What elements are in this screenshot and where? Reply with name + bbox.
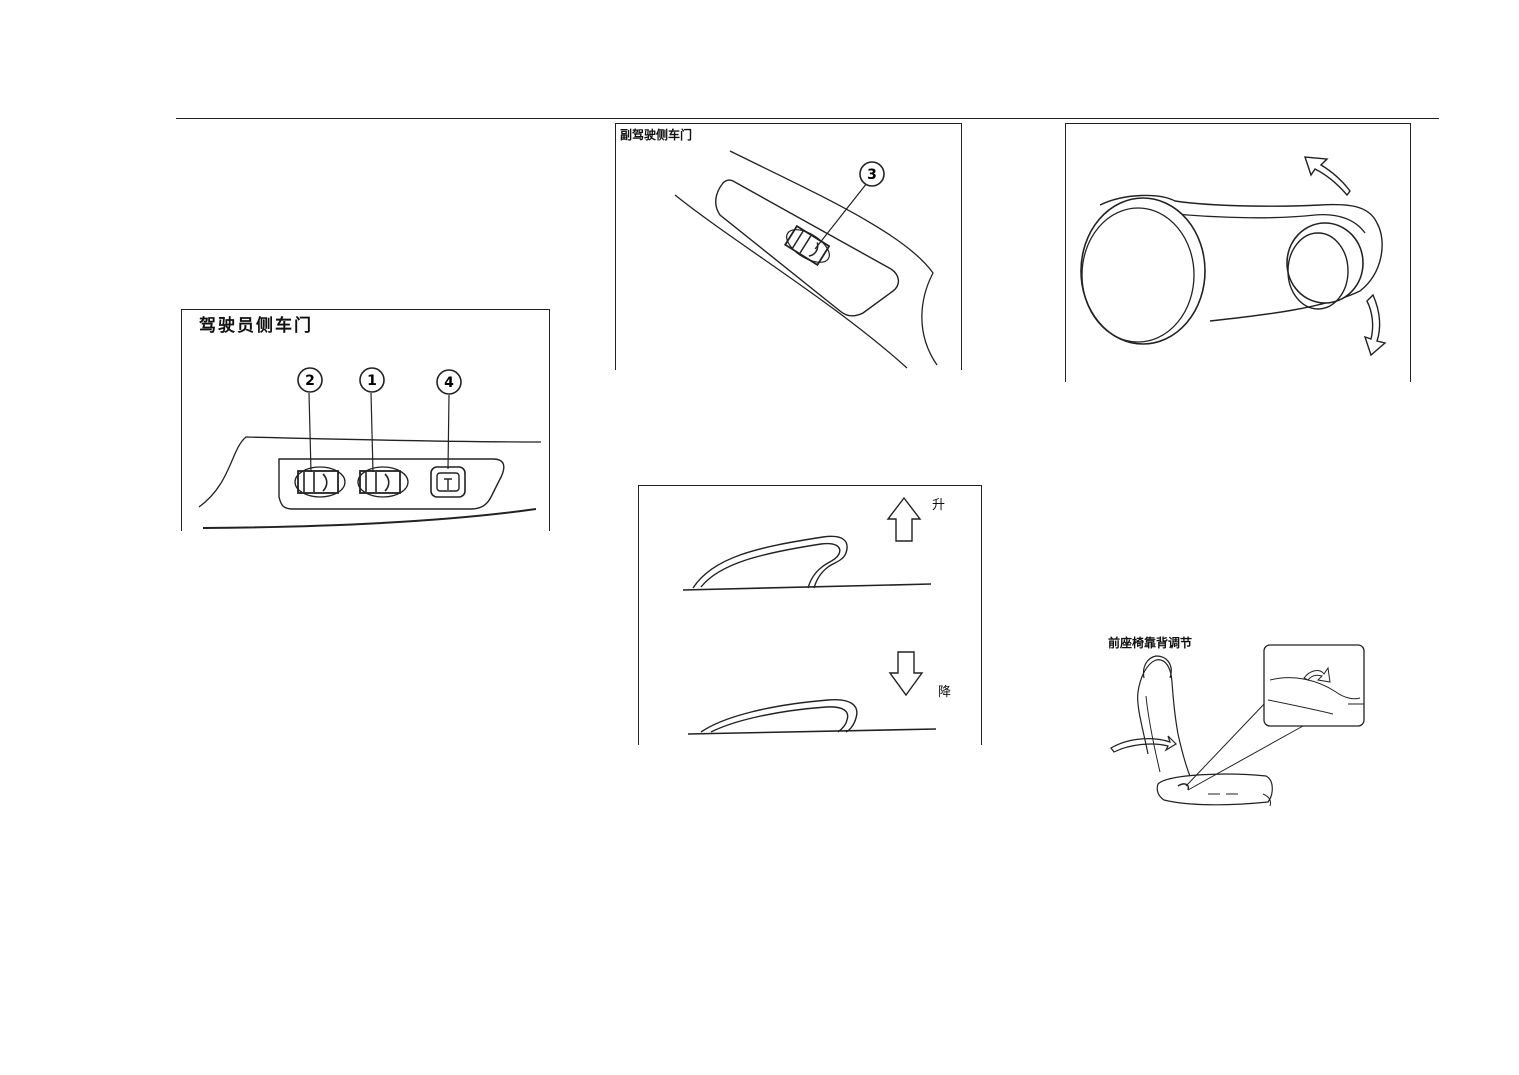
down-label: 降: [938, 685, 952, 700]
seat-recline-illustration: [1110, 644, 1365, 807]
driver-door-illustration: 2 1 4: [181, 309, 550, 531]
passenger-door-figure: 3 副驾驶侧车门: [615, 123, 962, 370]
arrow-down-icon: [888, 651, 924, 697]
callout-4: 4: [444, 375, 454, 391]
recline-arrow-icon: [1110, 735, 1177, 753]
window-switch-illustration: [638, 485, 982, 745]
window-switch-figure: 升 降: [638, 485, 982, 745]
seat-lever-inset: [1263, 644, 1365, 727]
mirror-knob-figure: [1065, 123, 1411, 382]
passenger-door-caption: 副驾驶侧车门: [620, 126, 693, 143]
rotate-up-arrow-icon: [1303, 156, 1351, 197]
mirror-knob-illustration: [1065, 123, 1411, 382]
callout-3: 3: [867, 167, 877, 183]
seat-recline-figure: 前座椅靠背调节: [1108, 634, 1378, 819]
callout-1: 1: [367, 373, 377, 389]
passenger-door-illustration: 3: [615, 123, 962, 370]
callout-2: 2: [305, 373, 315, 389]
arrow-up-icon: [886, 496, 922, 542]
up-label: 升: [932, 498, 946, 513]
header-rule: [176, 118, 1439, 119]
driver-door-figure: 2 1 4 驾驶员侧车门: [181, 309, 550, 531]
seat-recline-caption: 前座椅靠背调节: [1108, 636, 1193, 650]
rotate-down-arrow-icon: [1363, 293, 1387, 357]
driver-door-caption: 驾驶员侧车门: [199, 316, 313, 336]
